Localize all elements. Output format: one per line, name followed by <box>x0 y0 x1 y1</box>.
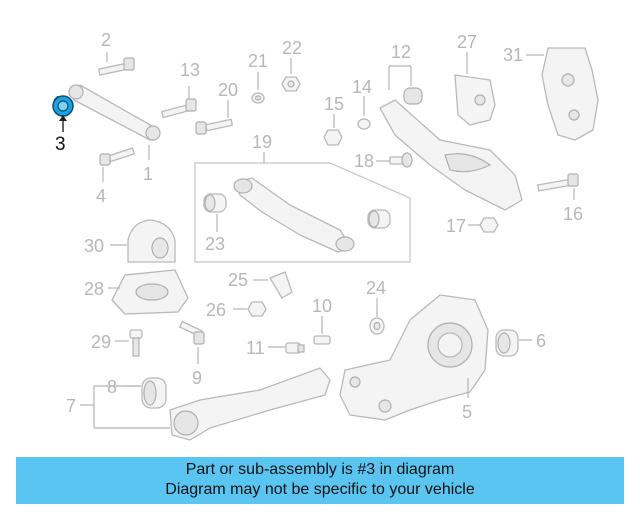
part-11-bolt[interactable] <box>285 342 305 354</box>
callout-10[interactable]: 10 <box>312 296 332 316</box>
callout-25[interactable]: 25 <box>228 270 248 290</box>
part-30-bump-stop[interactable] <box>127 219 176 263</box>
part-23-bushing-left[interactable] <box>203 193 227 213</box>
part-2-bolt[interactable] <box>98 57 135 76</box>
callout-30[interactable]: 30 <box>84 236 104 256</box>
callout-2[interactable]: 2 <box>101 30 111 50</box>
part-14-washer[interactable] <box>357 118 371 130</box>
footer-banner: Part or sub-assembly is #3 in diagram Di… <box>16 457 624 504</box>
part-17-nut[interactable] <box>479 217 499 233</box>
callout-31[interactable]: 31 <box>503 45 523 65</box>
part-15-nut[interactable] <box>323 129 343 146</box>
footer-line-1: Part or sub-assembly is #3 in diagram <box>185 461 455 478</box>
part-22-nut[interactable] <box>281 76 301 92</box>
callout-4[interactable]: 4 <box>96 186 106 206</box>
callout-11[interactable]: 11 <box>246 338 265 358</box>
part-26-nut[interactable] <box>247 301 267 317</box>
callout-14[interactable]: 14 <box>352 77 372 97</box>
footer-line-2: Diagram may not be specific to your vehi… <box>165 481 475 498</box>
part-19-upper-arm[interactable] <box>233 177 355 253</box>
part-7-trailing-arm[interactable] <box>169 367 331 441</box>
part-18-bolt[interactable] <box>389 152 413 168</box>
part-25-clip[interactable] <box>269 271 293 299</box>
callout-21[interactable]: 21 <box>248 51 268 71</box>
callout-17[interactable]: 17 <box>446 216 466 236</box>
part-31-bracket[interactable] <box>541 47 599 141</box>
part-8-bushing[interactable] <box>141 377 167 409</box>
callout-8[interactable]: 8 <box>107 377 117 397</box>
part-10-bolt[interactable] <box>313 335 331 345</box>
part-24-washer[interactable] <box>369 317 385 335</box>
callout-19[interactable]: 19 <box>252 132 272 152</box>
part-19-box <box>194 162 411 263</box>
callout-18[interactable]: 18 <box>354 151 374 171</box>
part-9-bolt[interactable] <box>179 320 205 345</box>
part-5-knuckle[interactable] <box>339 294 489 421</box>
part-27-bracket[interactable] <box>454 74 496 126</box>
callout-26[interactable]: 26 <box>206 300 226 320</box>
part-1-link-arm[interactable] <box>68 84 161 141</box>
part-28-spring-seat[interactable] <box>111 269 189 315</box>
callout-22[interactable]: 22 <box>282 38 302 58</box>
part-23-bushing-right[interactable] <box>367 209 391 229</box>
part-3-nut[interactable] <box>52 95 74 117</box>
callout-29[interactable]: 29 <box>91 332 111 352</box>
part-12-control-arm[interactable] <box>379 87 523 211</box>
callout-5[interactable]: 5 <box>462 402 472 422</box>
callout-23[interactable]: 23 <box>205 234 225 254</box>
callout-20[interactable]: 20 <box>218 80 238 100</box>
part-4-bolt[interactable] <box>99 147 135 166</box>
callout-15[interactable]: 15 <box>324 94 344 114</box>
part-21-washer[interactable] <box>251 92 265 104</box>
callout-13[interactable]: 13 <box>180 60 200 80</box>
callout-9[interactable]: 9 <box>192 368 202 388</box>
part-16-bolt[interactable] <box>537 173 579 192</box>
arrowhead-3 <box>59 115 67 121</box>
part-6-bushing[interactable] <box>495 329 519 357</box>
part-13-bolt[interactable] <box>161 98 197 119</box>
callout-16[interactable]: 16 <box>563 204 583 224</box>
callout-6[interactable]: 6 <box>536 331 546 351</box>
callout-1[interactable]: 1 <box>143 164 153 184</box>
part-20-bolt[interactable] <box>195 118 233 135</box>
callout-28[interactable]: 28 <box>84 279 104 299</box>
callout-24[interactable]: 24 <box>366 278 386 298</box>
part-29-screw[interactable] <box>129 329 143 357</box>
callout-27[interactable]: 27 <box>457 32 477 52</box>
callout-12[interactable]: 12 <box>391 42 411 62</box>
callout-3[interactable]: 3 <box>55 134 66 155</box>
callout-7[interactable]: 7 <box>66 396 76 416</box>
